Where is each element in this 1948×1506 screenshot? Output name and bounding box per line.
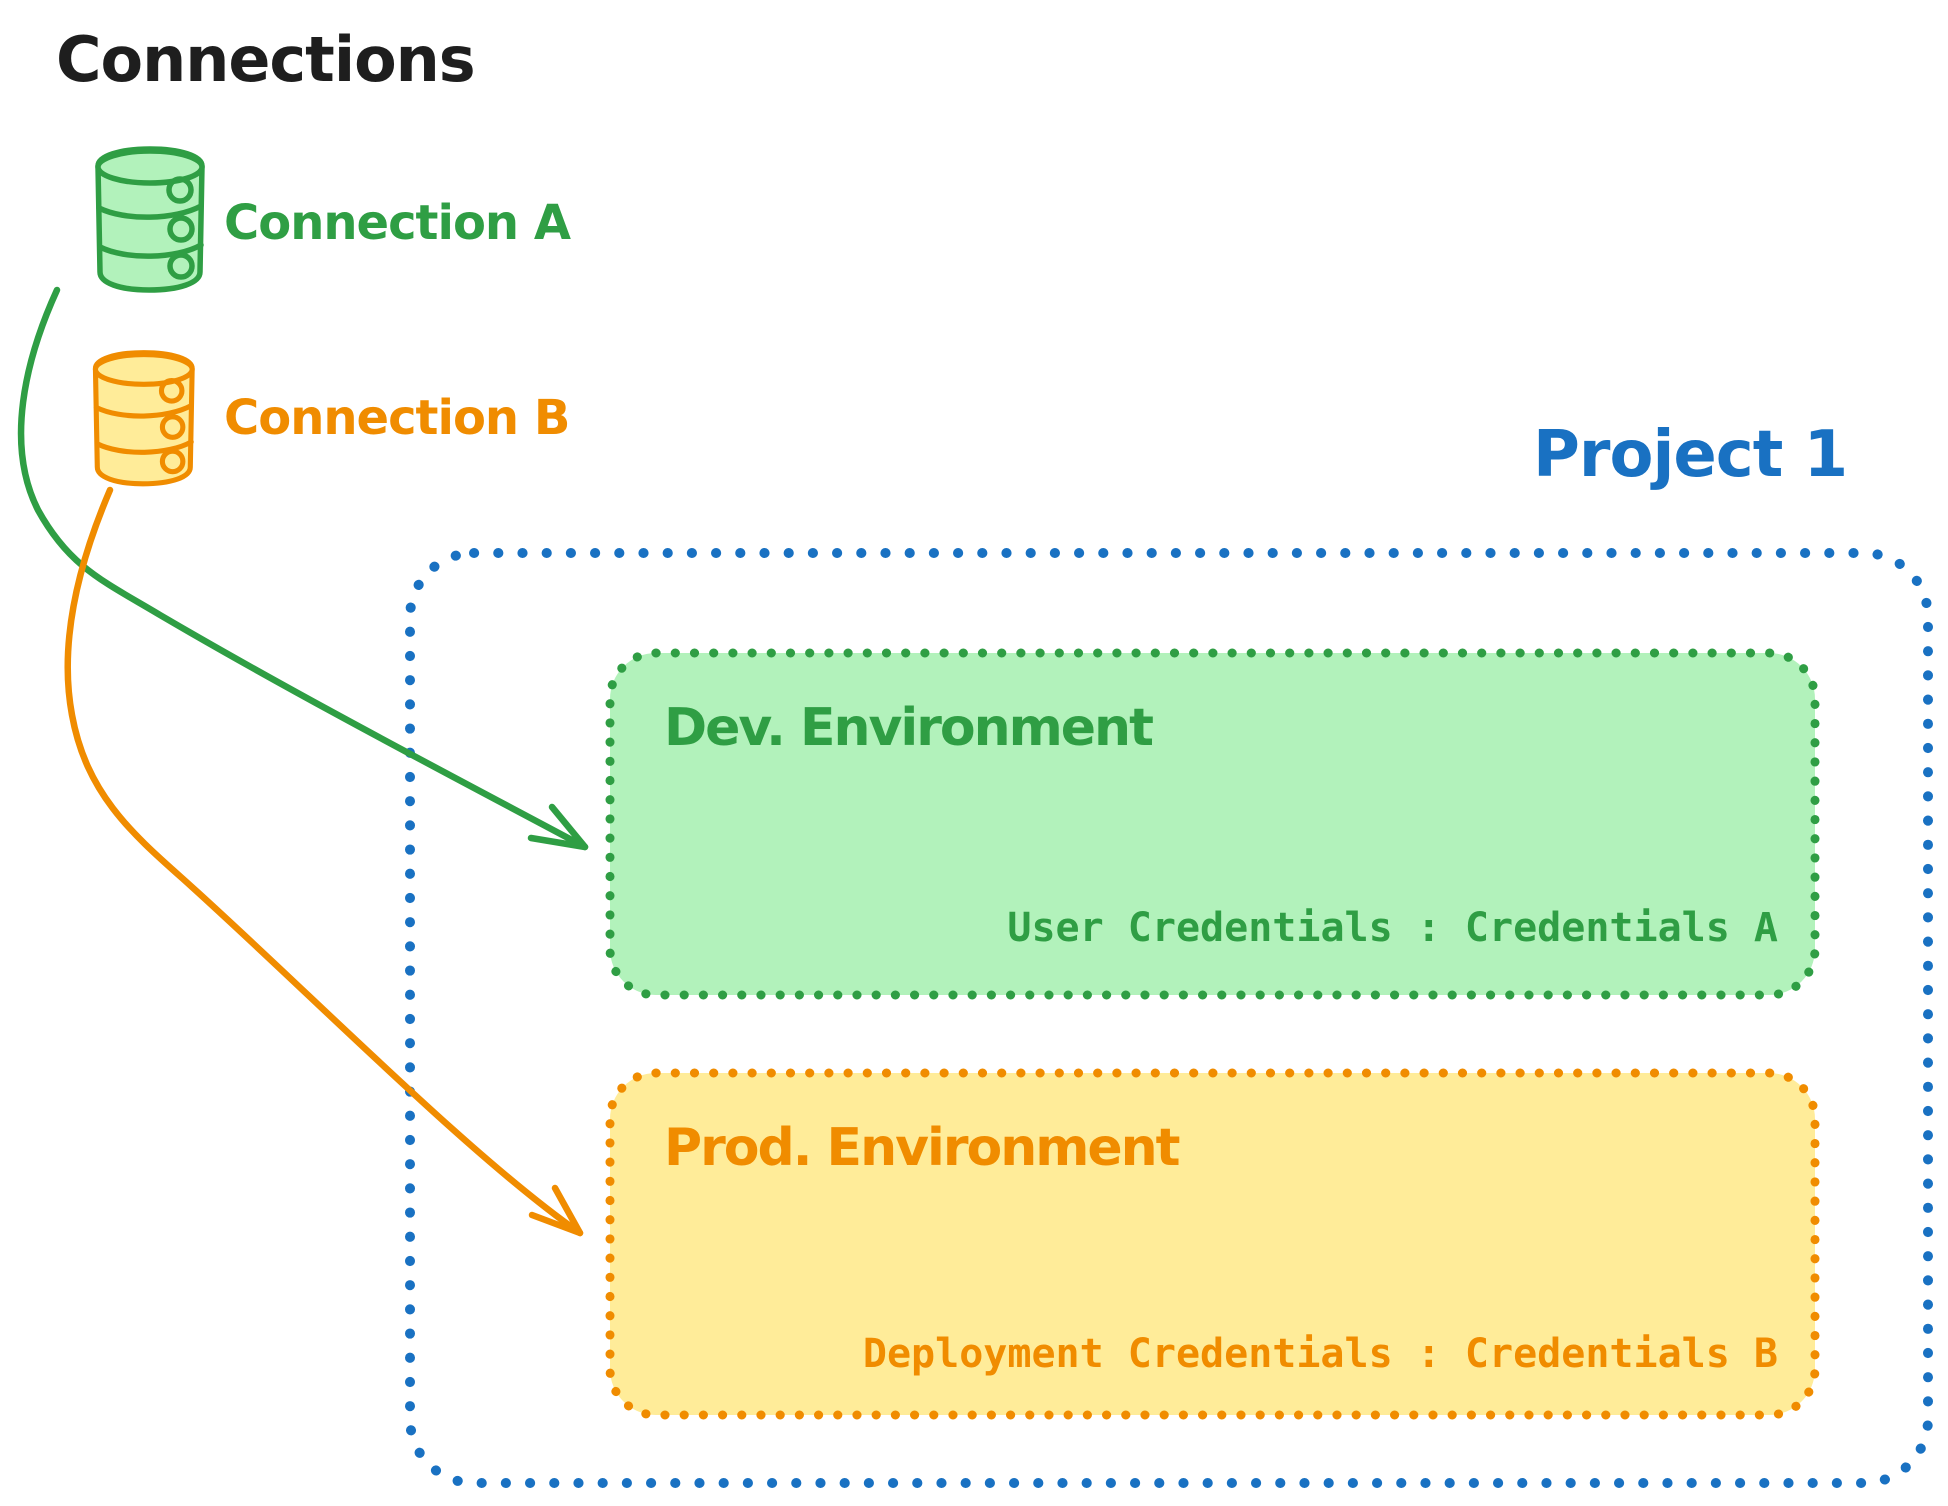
dev-environment-credentials: User Credentials : Credentials A bbox=[1007, 905, 1778, 951]
arrow-connection-b-to-prod bbox=[64, 486, 584, 1237]
prod-environment-box bbox=[605, 1068, 1820, 1420]
arrow-connection-a-to-dev bbox=[17, 286, 589, 851]
connections-title: Connections bbox=[56, 23, 476, 96]
database-icon-connection-a bbox=[95, 146, 205, 293]
database-icon-connection-b bbox=[92, 350, 195, 487]
dev-environment-name: Dev. Environment bbox=[664, 698, 1154, 758]
connection-b-label: Connection B bbox=[224, 390, 570, 446]
project-title: Project 1 bbox=[1533, 418, 1848, 492]
project-container-box bbox=[405, 548, 1933, 1488]
prod-environment-credentials: Deployment Credentials : Credentials B bbox=[862, 1331, 1778, 1377]
prod-environment-name: Prod. Environment bbox=[664, 1118, 1181, 1178]
arrowhead-connection-a-to-dev bbox=[527, 803, 589, 851]
connection-a-label: Connection A bbox=[224, 195, 571, 251]
dev-environment-box bbox=[605, 648, 1820, 1000]
arrowhead-connection-b-to-prod bbox=[528, 1184, 584, 1237]
